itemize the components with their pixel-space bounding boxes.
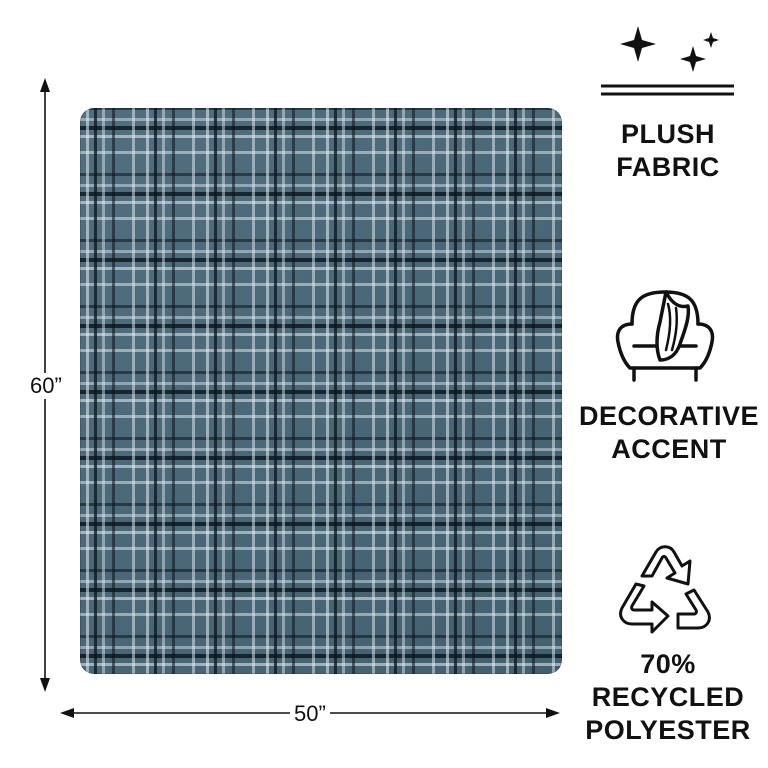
- sparkles-icon: [601, 26, 734, 96]
- height-arrow-bottom-head: [40, 678, 50, 692]
- feature-plush-fabric: PLUSH FABRIC: [568, 118, 768, 184]
- plaid-blanket-image: [80, 108, 562, 674]
- recycle-icon: [619, 545, 711, 634]
- height-arrow-top-head: [40, 78, 50, 92]
- width-arrow-right-head: [546, 708, 560, 718]
- feature-line: RECYCLED: [591, 682, 745, 712]
- feature-line: 70%: [640, 649, 696, 679]
- feature-recycled-polyester: 70% RECYCLED POLYESTER: [568, 648, 768, 747]
- height-dimension-label: 60”: [26, 373, 66, 399]
- feature-line: POLYESTER: [585, 715, 751, 745]
- feature-line: FABRIC: [616, 152, 720, 182]
- width-arrow-left-head: [60, 708, 74, 718]
- width-dimension-label: 50”: [290, 701, 330, 727]
- feature-decorative-accent: DECORATIVE ACCENT: [564, 400, 768, 466]
- feature-line: PLUSH: [620, 119, 715, 149]
- armchair-blanket-icon: [615, 290, 715, 382]
- feature-line: DECORATIVE: [578, 401, 759, 431]
- feature-line: ACCENT: [611, 434, 727, 464]
